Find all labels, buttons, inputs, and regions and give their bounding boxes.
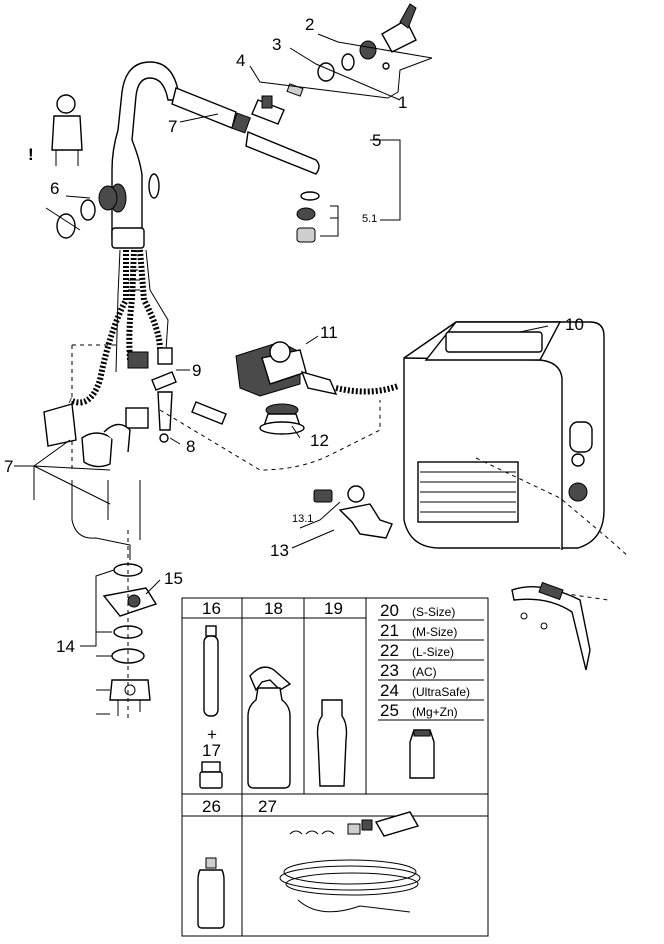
callout-6: 6 bbox=[50, 179, 59, 198]
callout-14: 14 bbox=[56, 637, 75, 656]
filter-num: 22 bbox=[380, 641, 399, 660]
part-13-valve bbox=[313, 485, 393, 539]
chiller-unit bbox=[403, 321, 629, 601]
filter-cartridge bbox=[409, 729, 435, 779]
part-6-rings bbox=[56, 185, 118, 239]
accessory-17: 17 bbox=[202, 741, 221, 760]
callout-4: 4 bbox=[236, 51, 245, 70]
spray-head-parts bbox=[231, 3, 417, 243]
callout-5: 5 bbox=[372, 131, 381, 150]
filter-num: 21 bbox=[380, 621, 399, 640]
callout-7-left: 7 bbox=[4, 457, 13, 476]
mounting-parts bbox=[102, 530, 158, 720]
filter-size: (M-Size) bbox=[412, 625, 457, 639]
filter-num: 25 bbox=[380, 701, 399, 720]
leader-lines bbox=[14, 33, 549, 715]
warning-figure: ! bbox=[28, 94, 83, 166]
callout-labels: 1 2 3 4 5 5.1 6 7 7 8 9 10 11 12 13 13.1… bbox=[4, 15, 584, 656]
co2-cylinder-large bbox=[247, 666, 292, 789]
accessory-18: 18 bbox=[264, 599, 283, 618]
callout-15: 15 bbox=[164, 569, 183, 588]
callout-9: 9 bbox=[192, 361, 201, 380]
tubing-kit-27 bbox=[279, 811, 421, 913]
supply-hoses bbox=[68, 249, 169, 406]
accessory-16: 16 bbox=[202, 599, 221, 618]
accessory-26: 26 bbox=[202, 797, 221, 816]
filter-num: 24 bbox=[380, 681, 399, 700]
warning-mark: ! bbox=[28, 145, 34, 164]
callout-1: 1 bbox=[398, 93, 407, 112]
mounting-strap bbox=[511, 581, 591, 671]
callout-11: 11 bbox=[320, 323, 338, 342]
callout-2: 2 bbox=[305, 15, 314, 34]
filter-size: (UltraSafe) bbox=[412, 685, 470, 699]
accessory-27: 27 bbox=[258, 797, 277, 816]
filter-size: (AC) bbox=[412, 665, 437, 679]
filter-num: 20 bbox=[380, 601, 399, 620]
accessory-19: 19 bbox=[324, 599, 343, 618]
filter-num: 23 bbox=[380, 661, 399, 680]
callout-3: 3 bbox=[272, 35, 281, 54]
callout-7-top: 7 bbox=[168, 117, 177, 136]
filter-size: (S-Size) bbox=[412, 605, 455, 619]
filter-size: (Mg+Zn) bbox=[412, 705, 458, 719]
callout-10: 10 bbox=[565, 315, 584, 334]
callout-13: 13 bbox=[270, 541, 289, 560]
faucet-body bbox=[109, 61, 237, 249]
accessory-plus: + bbox=[207, 725, 217, 744]
filter-list: 20 (S-Size) 21 (M-Size) 22 (L-Size) 23 (… bbox=[380, 601, 470, 720]
callout-13-1: 13.1 bbox=[292, 513, 313, 525]
callout-8: 8 bbox=[186, 437, 195, 456]
filter-size: (L-Size) bbox=[412, 645, 454, 659]
accessories-table: 16 + 17 18 19 26 27 20 (S-Size) 21 (M-Si… bbox=[181, 597, 489, 937]
filter-head bbox=[235, 341, 400, 435]
water-bottle bbox=[316, 699, 348, 787]
callout-12: 12 bbox=[310, 431, 329, 450]
connection-parts bbox=[43, 344, 381, 560]
co2-cylinder-small bbox=[203, 625, 219, 717]
cleaning-bottle-26 bbox=[197, 857, 225, 929]
callout-5-1: 5.1 bbox=[362, 213, 377, 225]
adapter-17 bbox=[199, 761, 223, 789]
